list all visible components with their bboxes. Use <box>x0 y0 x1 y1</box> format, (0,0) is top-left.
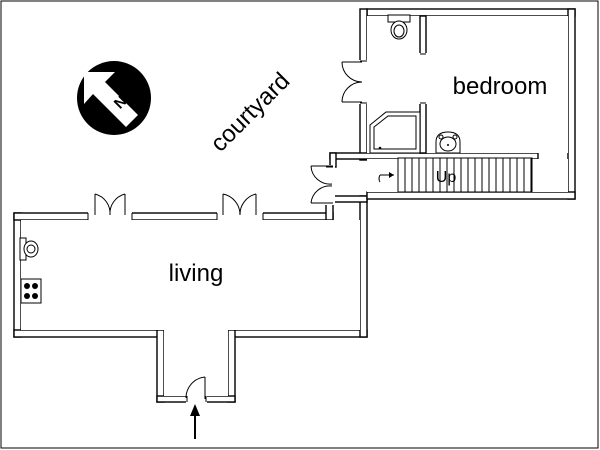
bedroom-courtyard-door <box>341 60 369 104</box>
entrance-door <box>185 376 207 405</box>
shower-icon <box>369 111 421 154</box>
toilet-icon <box>387 14 411 40</box>
living-walls <box>13 195 368 403</box>
kitchen-sink-icon <box>19 237 39 261</box>
north-arrow-icon: N <box>77 61 151 135</box>
stairs-icon <box>378 157 533 193</box>
stairs-up-label: Up <box>436 169 457 186</box>
sink-icon <box>435 131 461 154</box>
bathroom-door <box>418 53 428 104</box>
entrance-arrow-icon <box>190 404 200 439</box>
stove-icon <box>20 278 42 304</box>
bedroom-label: bedroom <box>453 73 548 100</box>
passage-door <box>310 165 335 205</box>
courtyard-door-left <box>87 193 133 222</box>
courtyard-label: courtyard <box>205 67 295 157</box>
living-label: living <box>169 260 224 287</box>
courtyard-door-right <box>216 193 264 222</box>
